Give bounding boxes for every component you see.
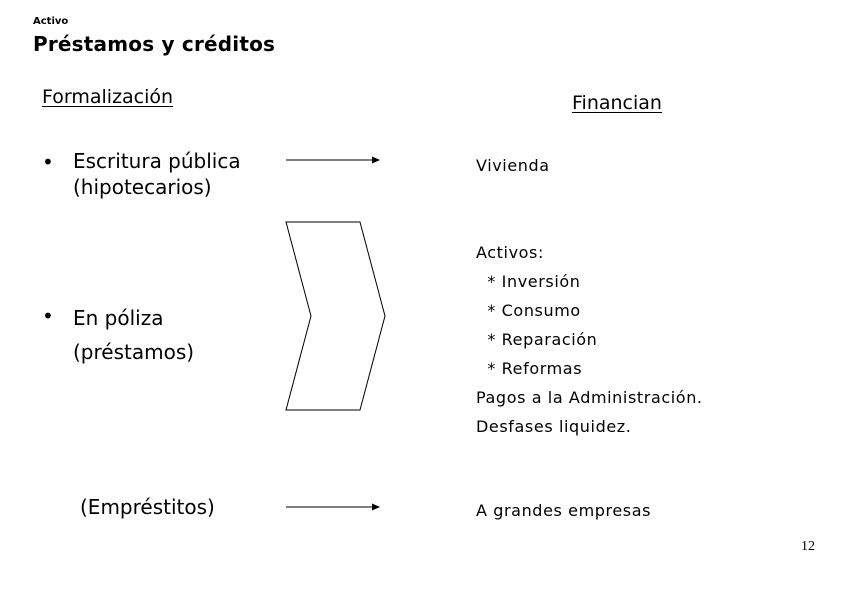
list-item: * Reparación — [476, 330, 598, 349]
row1-right-text: Vivienda — [476, 156, 550, 175]
row1-left-line2: (hipotecarios) — [73, 175, 212, 199]
row2-right-list: Activos: * Inversión * Consumo * Reparac… — [476, 238, 703, 441]
row3-left-text: (Empréstitos) — [80, 495, 215, 519]
list-item: * Inversión — [476, 272, 581, 291]
row1-left-line1: Escritura pública — [73, 149, 241, 173]
right-column-heading: Financian — [572, 92, 662, 114]
chevron-shape — [285, 221, 386, 411]
list-item: Desfases liquidez. — [476, 417, 632, 436]
row2-left-line2: (préstamos) — [73, 340, 195, 364]
row2-left-text: En póliza (préstamos) — [73, 301, 194, 369]
page-number: 12 — [801, 539, 815, 554]
slide-title: Préstamos y créditos — [33, 32, 276, 56]
list-item: * Consumo — [476, 301, 581, 320]
arrow-icon — [286, 503, 380, 511]
arrow-icon — [286, 156, 380, 164]
row3-right-text: A grandes empresas — [476, 501, 652, 520]
row2-left-line1: En póliza — [73, 306, 164, 330]
slide-kicker: Activo — [33, 16, 69, 27]
bullet-marker: • — [42, 150, 54, 174]
list-item: Activos: — [476, 243, 544, 262]
list-item: Pagos a la Administración. — [476, 388, 703, 407]
left-column-heading: Formalización — [42, 86, 174, 108]
row1-left-text: Escritura pública (hipotecarios) — [73, 148, 241, 200]
bullet-marker: • — [42, 304, 54, 328]
list-item: * Reformas — [476, 359, 583, 378]
